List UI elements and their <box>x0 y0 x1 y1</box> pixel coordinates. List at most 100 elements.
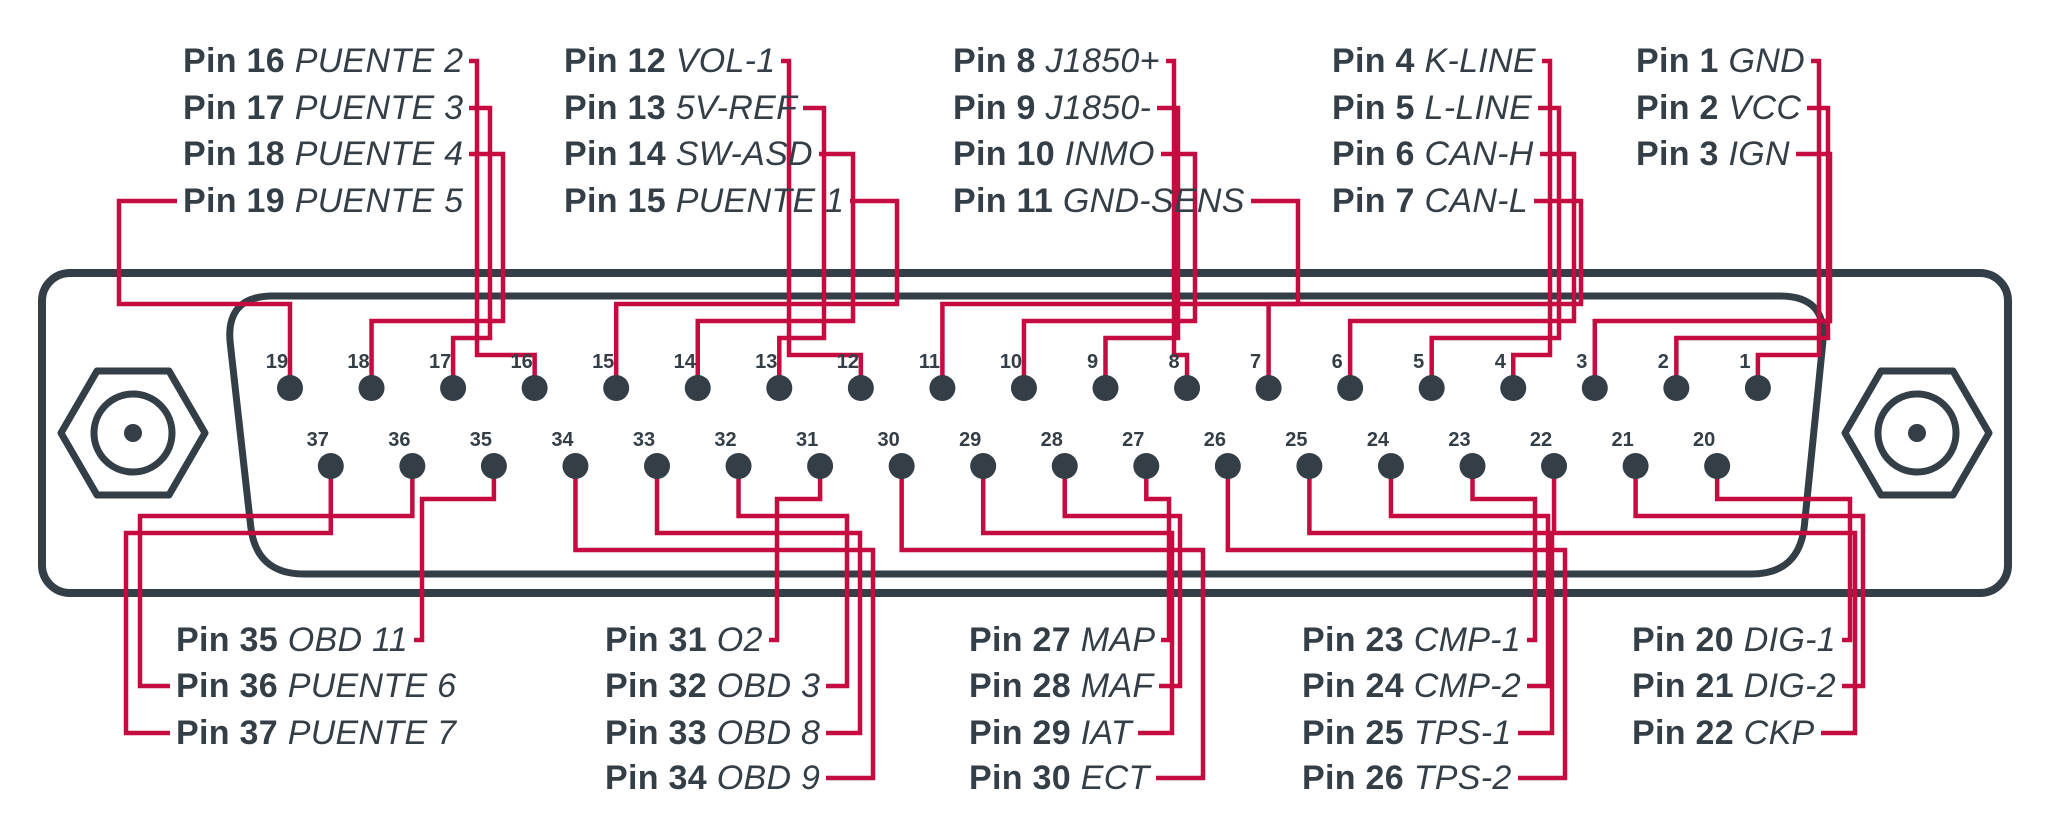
pin-35 <box>480 453 507 479</box>
pins-layer <box>277 375 1771 479</box>
pin-label-16: Pin 16 PUENTE 2 <box>183 40 463 82</box>
pin-16 <box>521 375 548 401</box>
pin-29 <box>970 453 997 479</box>
pin-34 <box>562 453 589 479</box>
signal-name-text: OBD 3 <box>716 667 821 705</box>
pin-ref-text: Pin 12 <box>564 42 666 80</box>
pin-label-4: Pin 4 K-LINE <box>1332 40 1536 82</box>
pin-number-24: 24 <box>1367 429 1390 451</box>
pin-label-20: Pin 20 DIG-1 <box>1632 619 1836 661</box>
pin-ref-text: Pin 21 <box>1632 667 1734 705</box>
signal-name-text: PUENTE 3 <box>294 89 464 127</box>
pin-number-28: 28 <box>1041 429 1063 451</box>
pin-21 <box>1622 453 1649 479</box>
pin-6 <box>1337 375 1364 401</box>
signal-name-text: GND-SENS <box>1062 182 1245 220</box>
leader-line-pin-22 <box>1551 466 1858 736</box>
pin-label-36: Pin 36 PUENTE 6 <box>176 665 456 707</box>
pin-label-22: Pin 22 CKP <box>1632 712 1815 754</box>
pin-5 <box>1418 375 1445 401</box>
signal-name-text: PUENTE 2 <box>294 42 464 80</box>
pin-label-35: Pin 35 OBD 11 <box>176 619 408 661</box>
pin-label-17: Pin 17 PUENTE 3 <box>183 87 463 129</box>
leader-line-pin-33 <box>654 466 863 736</box>
pin-ref-text: Pin 31 <box>605 621 707 659</box>
signal-name-text: PUENTE 7 <box>287 714 457 752</box>
leader-line-pin-30 <box>899 466 1206 781</box>
pin-label-33: Pin 33 OBD 8 <box>605 712 820 754</box>
pin-27 <box>1133 453 1160 479</box>
pin-ref-text: Pin 23 <box>1302 621 1404 659</box>
signal-name-text: ECT <box>1080 759 1150 797</box>
pin-1 <box>1744 375 1771 401</box>
leader-line-pin-12 <box>781 58 864 388</box>
signal-name-text: J1850- <box>1045 89 1152 127</box>
signal-name-text: O2 <box>716 621 763 659</box>
pin-32 <box>725 453 752 479</box>
signal-name-text: K-LINE <box>1424 42 1536 80</box>
pin-label-1: Pin 1 GND <box>1636 40 1805 82</box>
pin-ref-text: Pin 2 <box>1636 89 1719 127</box>
leader-line-pin-4 <box>1511 58 1553 388</box>
pin-10 <box>1010 375 1037 401</box>
pin-label-18: Pin 18 PUENTE 4 <box>183 133 463 175</box>
leader-line-pin-32 <box>736 466 850 689</box>
pin-number-15: 15 <box>592 351 614 373</box>
pin-label-21: Pin 21 DIG-2 <box>1632 665 1836 707</box>
signal-name-text: PUENTE 1 <box>675 182 845 220</box>
pin-number-8: 8 <box>1168 351 1179 373</box>
pin-13 <box>766 375 793 401</box>
pin-label-12: Pin 12 VOL-1 <box>564 40 775 82</box>
leader-line-pin-13 <box>777 105 827 388</box>
pin-ref-text: Pin 13 <box>564 89 666 127</box>
signal-name-text: INMO <box>1064 135 1155 173</box>
leader-line-pin-19 <box>116 198 293 388</box>
leader-line-pin-35 <box>414 466 497 643</box>
signal-name-text: TPS-2 <box>1413 759 1512 797</box>
pin-label-7: Pin 7 CAN-L <box>1332 180 1528 222</box>
pin-label-32: Pin 32 OBD 3 <box>605 665 820 707</box>
pin-label-24: Pin 24 CMP-2 <box>1302 665 1521 707</box>
leader-line-pin-27 <box>1144 466 1172 643</box>
pin-12 <box>847 375 874 401</box>
pin-number-33: 33 <box>633 429 655 451</box>
pin-label-30: Pin 30 ECT <box>969 757 1150 799</box>
pin-ref-text: Pin 36 <box>176 667 278 705</box>
leader-line-pin-8 <box>1166 58 1190 388</box>
pin-number-29: 29 <box>959 429 981 451</box>
pin-ref-text: Pin 5 <box>1332 89 1415 127</box>
pin-ref-text: Pin 3 <box>1636 135 1719 173</box>
signal-name-text: PUENTE 5 <box>294 182 464 220</box>
pin-ref-text: Pin 7 <box>1332 182 1415 220</box>
leader-line-pin-5 <box>1429 105 1562 388</box>
signal-name-text: L-LINE <box>1424 89 1533 127</box>
pin-ref-text: Pin 26 <box>1302 759 1404 797</box>
pin-ref-text: Pin 4 <box>1332 42 1415 80</box>
pin-numbers-layer: 1234567891011121314151617181920212223242… <box>266 351 1751 451</box>
pin-15 <box>603 375 630 401</box>
signal-name-text: PUENTE 6 <box>287 667 457 705</box>
signal-name-text: J1850+ <box>1045 42 1160 80</box>
pin-label-14: Pin 14 SW-ASD <box>564 133 813 175</box>
pin-number-21: 21 <box>1611 429 1633 451</box>
signal-name-text: DIG-1 <box>1743 621 1836 659</box>
leader-line-pin-29 <box>980 466 1175 736</box>
pin-number-16: 16 <box>511 351 533 373</box>
pin-ref-text: Pin 15 <box>564 182 666 220</box>
leader-line-pin-23 <box>1470 466 1538 643</box>
pin-number-25: 25 <box>1285 429 1307 451</box>
pin-7 <box>1255 375 1282 401</box>
leader-line-pin-36 <box>137 466 415 689</box>
pin-ref-text: Pin 10 <box>953 135 1055 173</box>
leader-line-pin-10 <box>1021 151 1198 388</box>
pin-label-23: Pin 23 CMP-1 <box>1302 619 1521 661</box>
pin-number-34: 34 <box>551 429 574 451</box>
pin-4 <box>1500 375 1527 401</box>
pin-8 <box>1174 375 1201 401</box>
signal-name-text: OBD 9 <box>716 759 821 797</box>
pin-number-3: 3 <box>1576 351 1587 373</box>
pin-ref-text: Pin 28 <box>969 667 1071 705</box>
signal-name-text: MAP <box>1080 621 1156 659</box>
signal-name-text: VOL-1 <box>675 42 776 80</box>
pin-23 <box>1459 453 1486 479</box>
